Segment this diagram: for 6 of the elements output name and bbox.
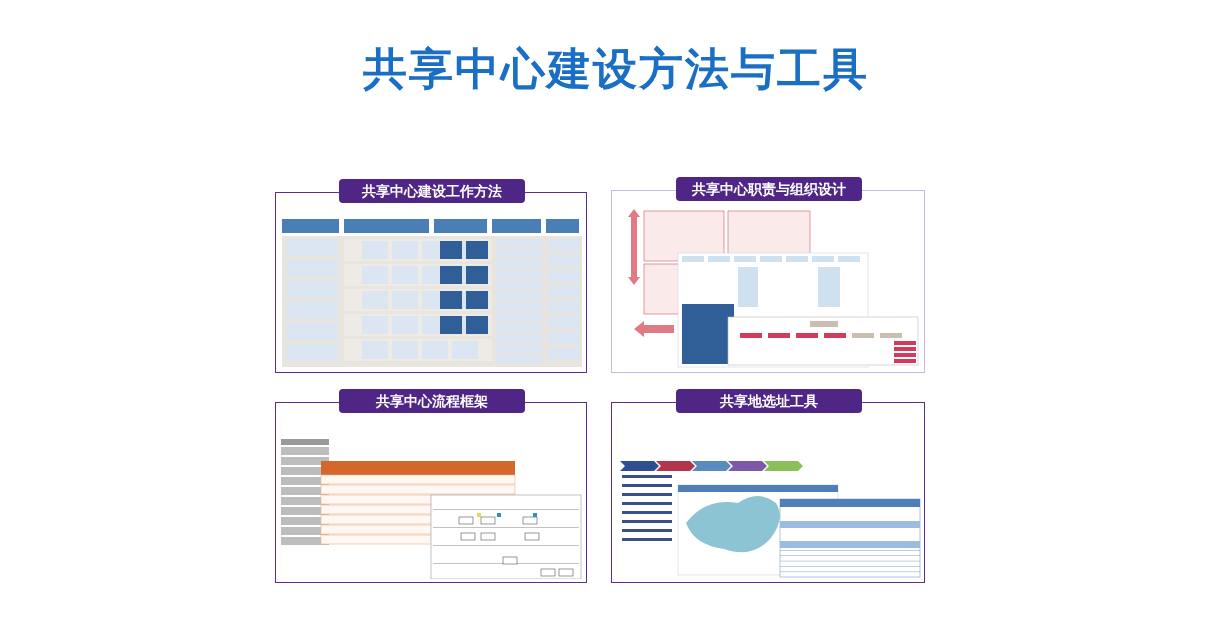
title: 共享中心建设方法与工具 [362, 43, 869, 94]
heading-tab: 共享中心建设工作方法 [339, 179, 525, 203]
heading-tab: 共享中心职责与组织设计 [676, 177, 862, 201]
heading-tab: 共享地选址工具 [676, 389, 862, 413]
screenshot-drawing [282, 219, 582, 367]
heading-tab: 共享中心流程框架 [339, 389, 525, 413]
